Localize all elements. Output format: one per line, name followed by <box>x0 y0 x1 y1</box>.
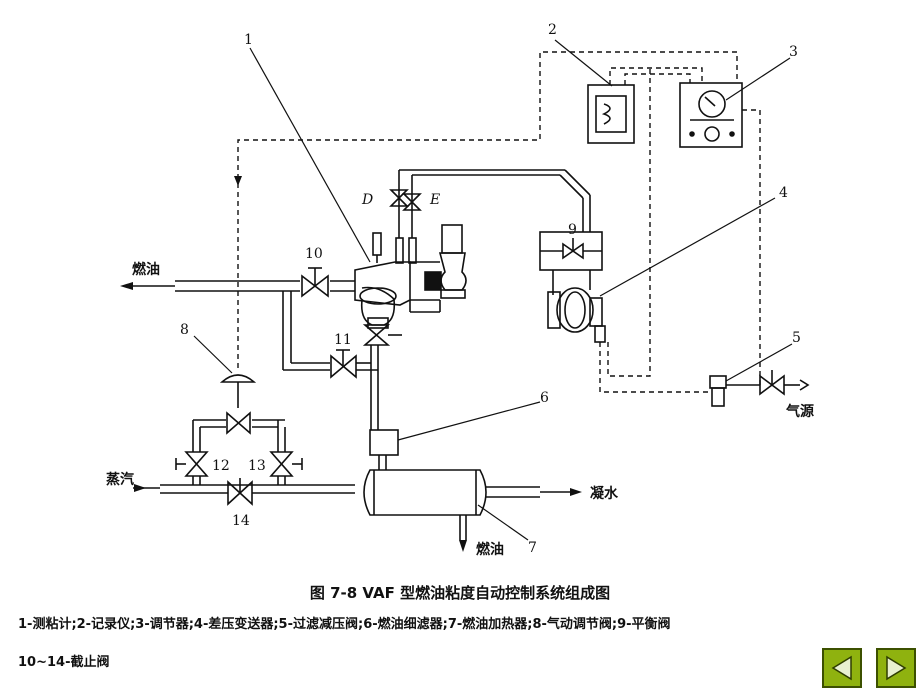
heater <box>363 469 570 540</box>
valve-14 <box>227 478 253 506</box>
label-E: E <box>429 192 440 208</box>
valve-air <box>759 370 785 396</box>
label-D: D <box>361 192 373 208</box>
prev-slide-button[interactable] <box>822 648 862 688</box>
controller <box>679 82 743 148</box>
valve-9 <box>540 238 602 260</box>
valve-10 <box>301 267 329 298</box>
valve-8 <box>226 411 251 435</box>
triangle-right-icon <box>886 655 907 681</box>
label-steam: 蒸汽 <box>106 471 134 488</box>
leader-lines <box>193 39 793 541</box>
fuel-out-arrow <box>459 540 467 552</box>
valve-12 <box>175 451 209 477</box>
reducing-valve <box>709 375 810 407</box>
balance-valve-box <box>539 231 603 295</box>
label-4: 4 <box>779 185 788 201</box>
label-11: 11 <box>334 332 352 348</box>
next-slide-button[interactable] <box>876 648 916 688</box>
label-14: 14 <box>232 513 250 529</box>
valve-upper-vertical <box>362 324 402 346</box>
label-air-source: 气源 <box>785 403 814 420</box>
vertical-pipe-to-filter <box>370 345 387 470</box>
recorder <box>587 84 635 144</box>
valve-E <box>402 193 422 211</box>
legend-line-2: 10~14-截止阀 <box>18 655 110 670</box>
label-7: 7 <box>528 540 537 556</box>
label-5: 5 <box>792 330 801 346</box>
label-3: 3 <box>789 44 798 60</box>
label-9: 9 <box>568 222 577 238</box>
label-fuel-out: 燃油 <box>476 541 504 558</box>
pneumatic-valve-actuator <box>219 374 257 408</box>
figure-caption: 图 7-8 VAF 型燃油粘度自动控制系统组成图 <box>309 584 611 602</box>
label-condensate: 凝水 <box>590 485 619 502</box>
valve-13 <box>269 451 303 477</box>
label-12: 12 <box>212 458 230 474</box>
label-13: 13 <box>248 458 266 474</box>
tee-fitting <box>359 287 397 329</box>
label-8: 8 <box>180 322 189 338</box>
steam-arrow <box>134 484 146 492</box>
bypass-pipe <box>282 291 378 371</box>
dp-transmitter <box>547 287 606 343</box>
valve-11 <box>330 349 357 379</box>
signal-lines <box>237 51 761 393</box>
label-10: 10 <box>305 246 323 262</box>
legend-line-1: 1-测粘计;2-记录仪;3-调节器;4-差压变送器;5-过滤减压阀;6-燃油细滤… <box>18 617 671 632</box>
label-fuel-in: 燃油 <box>132 261 160 278</box>
fine-filter <box>369 429 399 456</box>
condensate-arrow <box>570 488 582 496</box>
label-1: 1 <box>244 32 253 48</box>
fuel-inlet-pipe <box>133 280 355 292</box>
triangle-left-icon <box>831 655 852 681</box>
steam-pipes <box>133 419 355 494</box>
valve-D <box>389 189 409 207</box>
label-6: 6 <box>540 390 549 406</box>
label-2: 2 <box>548 22 557 38</box>
impulse-lines <box>398 169 591 238</box>
viscometer <box>354 224 467 313</box>
signal-arrow <box>234 176 242 186</box>
fuel-in-arrow <box>120 282 133 290</box>
